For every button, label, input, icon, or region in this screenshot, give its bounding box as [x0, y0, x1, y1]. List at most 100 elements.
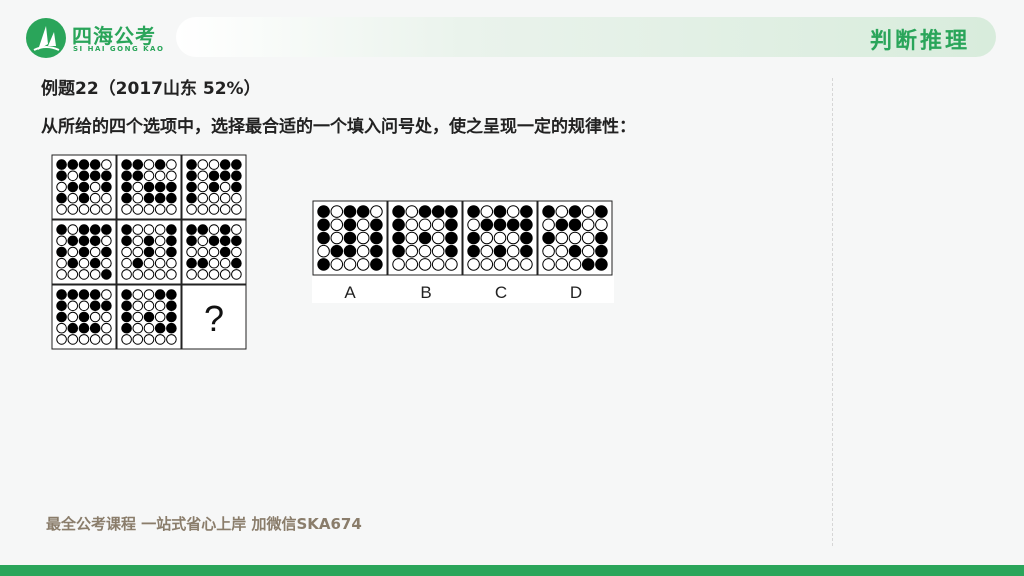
divider-line [832, 78, 833, 546]
white-dot [143, 322, 155, 334]
white-dot [154, 170, 166, 182]
black-dot [595, 258, 608, 271]
white-dot [101, 204, 112, 215]
black-dot [56, 224, 67, 235]
black-dot [78, 246, 90, 258]
white-dot [101, 235, 112, 247]
white-dot [101, 334, 112, 345]
black-dot [121, 289, 132, 300]
puzzle-cell-3 [181, 154, 247, 220]
option-label-a[interactable]: A [344, 283, 356, 302]
option-panel-a[interactable] [312, 200, 388, 276]
black-dot [78, 224, 90, 235]
black-dot [166, 192, 177, 204]
black-dot [132, 170, 144, 182]
white-dot [78, 300, 90, 312]
white-dot [356, 231, 370, 245]
white-dot [208, 204, 220, 215]
white-dot [330, 231, 344, 245]
black-dot [445, 244, 458, 258]
option-label-c[interactable]: C [494, 283, 508, 302]
white-dot [67, 334, 79, 345]
white-dot [405, 205, 419, 218]
logo-mark-icon [26, 18, 66, 58]
white-dot [67, 192, 79, 204]
white-dot [405, 258, 419, 271]
option-panel-c[interactable] [462, 200, 538, 276]
white-dot [431, 231, 445, 245]
white-dot [121, 257, 132, 269]
black-dot [89, 235, 101, 247]
black-dot [56, 170, 67, 182]
white-dot [445, 258, 458, 271]
white-dot [143, 170, 155, 182]
white-dot [67, 224, 79, 235]
white-dot [506, 231, 520, 245]
black-dot [78, 159, 90, 170]
black-dot [78, 322, 90, 334]
black-dot [356, 205, 370, 218]
white-dot [405, 244, 419, 258]
black-dot [166, 322, 177, 334]
white-dot [231, 246, 242, 258]
white-dot [542, 258, 555, 271]
black-dot [542, 231, 555, 245]
puzzle-cell-2 [116, 154, 182, 220]
white-dot [154, 246, 166, 258]
white-dot [356, 244, 370, 258]
black-dot [418, 231, 432, 245]
black-dot [186, 170, 197, 182]
puzzle-cell-5 [116, 219, 182, 285]
white-dot [197, 181, 209, 193]
black-dot [330, 244, 344, 258]
option-label-b[interactable]: B [420, 283, 432, 302]
white-dot [568, 231, 582, 245]
white-dot [392, 258, 405, 271]
white-dot [506, 205, 520, 218]
option-label-band [312, 272, 614, 303]
black-dot [56, 159, 67, 170]
white-dot [186, 204, 197, 215]
white-dot [132, 334, 144, 345]
option-panel-b[interactable] [387, 200, 463, 276]
missing-mark: ? [204, 298, 224, 339]
black-dot [186, 181, 197, 193]
option-panel-d[interactable] [537, 200, 613, 276]
white-dot [121, 246, 132, 258]
black-dot [392, 231, 405, 245]
white-dot [154, 204, 166, 215]
white-dot [56, 269, 67, 280]
black-dot [317, 218, 330, 232]
black-dot [166, 224, 177, 235]
white-dot [219, 257, 231, 269]
header-bar: 判断推理 [176, 17, 996, 57]
black-dot [186, 257, 197, 269]
black-dot [132, 257, 144, 269]
black-dot [78, 192, 90, 204]
black-dot [568, 244, 582, 258]
logo-name: 四海公考 [72, 24, 156, 48]
options-strip [312, 200, 614, 303]
black-dot [166, 235, 177, 247]
option-label-d[interactable]: D [569, 283, 583, 302]
black-dot [78, 289, 90, 300]
white-dot [121, 269, 132, 280]
white-dot [467, 258, 480, 271]
black-dot [121, 192, 132, 204]
black-dot [101, 300, 112, 312]
black-dot [418, 205, 432, 218]
white-dot [166, 257, 177, 269]
white-dot [89, 192, 101, 204]
black-dot [231, 257, 242, 269]
white-dot [166, 170, 177, 182]
white-dot [467, 218, 480, 232]
white-dot [208, 192, 220, 204]
white-dot [132, 246, 144, 258]
white-dot [330, 258, 344, 271]
black-dot [56, 192, 67, 204]
black-dot [78, 311, 90, 323]
white-dot [219, 269, 231, 280]
black-dot [197, 224, 209, 235]
white-dot [330, 205, 344, 218]
white-dot [568, 258, 582, 271]
